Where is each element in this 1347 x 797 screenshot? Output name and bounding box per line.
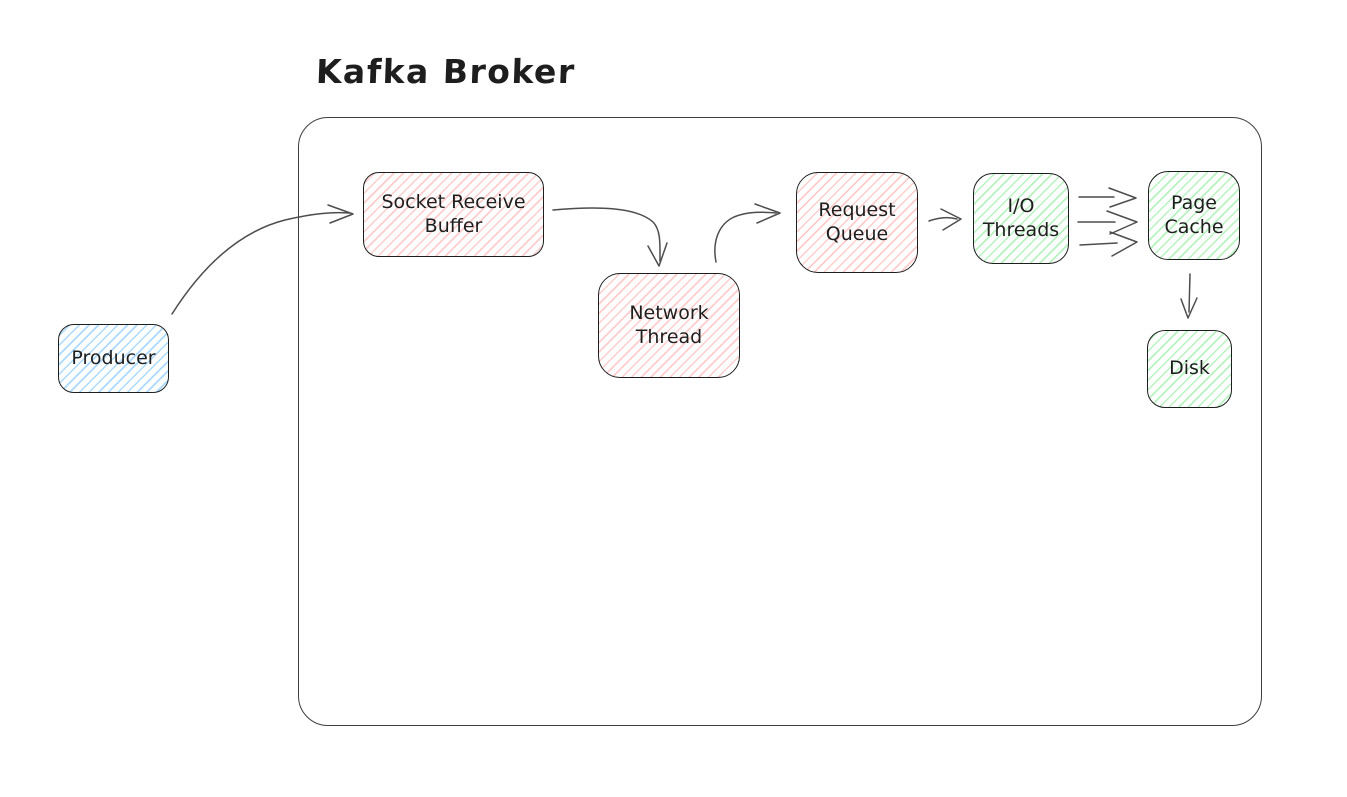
node-socket-receive-buffer-label: Socket Receive Buffer: [381, 190, 526, 237]
node-disk-label: Disk: [1169, 357, 1210, 380]
node-network-thread: Network Thread: [598, 273, 740, 378]
node-request-queue-label: Request Queue: [818, 198, 896, 245]
node-page-cache: Page Cache: [1148, 171, 1240, 260]
arrow-socket-receive-buffer-to-network-thread: [552, 207, 668, 267]
arrow-producer-to-socket-receive-buffer: [171, 204, 354, 315]
arrow-request-queue-to-io-threads: [928, 208, 962, 231]
node-network-thread-label: Network Thread: [629, 301, 709, 348]
node-io-threads: I/O Threads: [973, 173, 1069, 264]
node-disk: Disk: [1147, 330, 1232, 408]
arrow-page-cache-to-disk: [1180, 273, 1198, 319]
node-page-cache-label: Page Cache: [1164, 191, 1224, 238]
arrow-io-threads-to-page-cache-2: [1077, 210, 1138, 235]
node-socket-receive-buffer: Socket Receive Buffer: [363, 172, 544, 257]
arrow-io-threads-to-page-cache-3: [1079, 231, 1138, 257]
node-producer: Producer: [58, 324, 169, 393]
node-io-threads-label: I/O Threads: [982, 194, 1060, 241]
node-request-queue: Request Queue: [796, 172, 918, 273]
node-producer-label: Producer: [71, 346, 156, 369]
kafka-broker-boundary: [298, 117, 1262, 726]
arrow-network-thread-to-request-queue: [714, 203, 781, 263]
arrow-io-threads-to-page-cache-1: [1078, 187, 1137, 208]
